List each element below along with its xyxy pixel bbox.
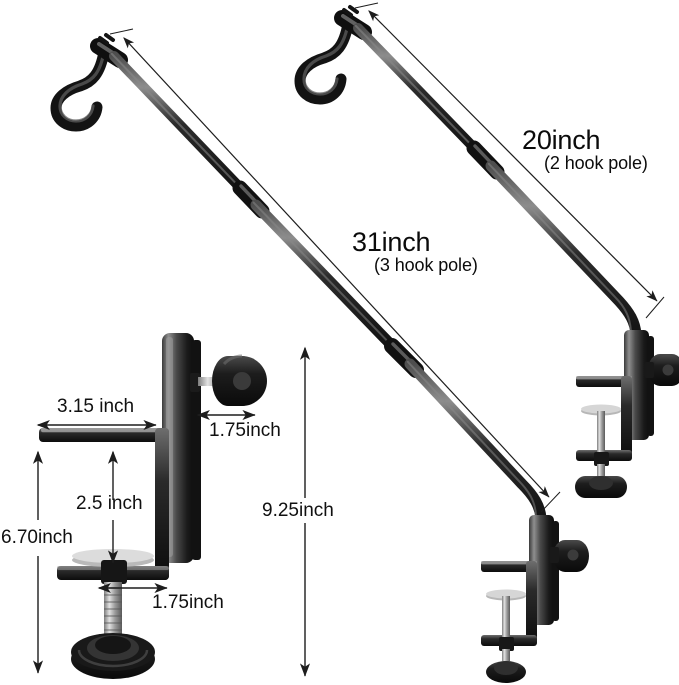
dimension-line-20inch bbox=[368, 10, 658, 302]
clamp-detail-view bbox=[39, 333, 267, 679]
label-clamp-height: 6.70inch bbox=[1, 527, 73, 548]
detail-threaded-rod-icon bbox=[104, 582, 122, 640]
short-pole-clamp-mount bbox=[575, 330, 679, 498]
label-knob-length: 1.75inch bbox=[209, 420, 281, 441]
long-pole-assembly bbox=[50, 33, 547, 539]
long-pole-variant-value: (3 hook pole) bbox=[374, 255, 478, 276]
clamp-back-arm bbox=[526, 561, 537, 645]
long-pole-clamp-mount bbox=[481, 515, 589, 683]
label-clamp-depth: 3.15 inch bbox=[57, 396, 135, 417]
label-short-pole-length: 20inch (2 hook pole) bbox=[522, 126, 648, 173]
clamp-threaded-rod-icon bbox=[502, 596, 510, 638]
detail-clamp-back-arm bbox=[155, 428, 169, 580]
label-long-pole-length: 31inch (3 hook pole) bbox=[352, 228, 478, 275]
long-pole-lower-shaft bbox=[404, 358, 547, 539]
clamp-threaded-rod-icon bbox=[597, 411, 605, 453]
clamp-back-arm bbox=[621, 376, 632, 460]
detail-hex-nut bbox=[101, 560, 127, 584]
short-pole-lower-shaft bbox=[485, 160, 642, 354]
dimension-lines bbox=[32, 2, 665, 677]
detail-bottom-knob-icon bbox=[71, 633, 155, 679]
label-clamp-base-width: 1.75inch bbox=[152, 592, 224, 613]
short-pole-variant-value: (2 hook pole) bbox=[544, 153, 648, 174]
short-pole-hook-icon bbox=[294, 18, 354, 105]
detail-thumb-knob-icon bbox=[212, 354, 267, 406]
label-clamp-opening: 2.5 inch bbox=[76, 493, 143, 514]
short-pole-length-value: 20inch bbox=[522, 125, 601, 155]
long-pole-hook-icon bbox=[50, 46, 110, 132]
long-pole-length-value: 31inch bbox=[352, 227, 431, 257]
label-mount-total-height: 9.25inch bbox=[262, 500, 334, 521]
dimension-line-31inch bbox=[123, 37, 550, 498]
